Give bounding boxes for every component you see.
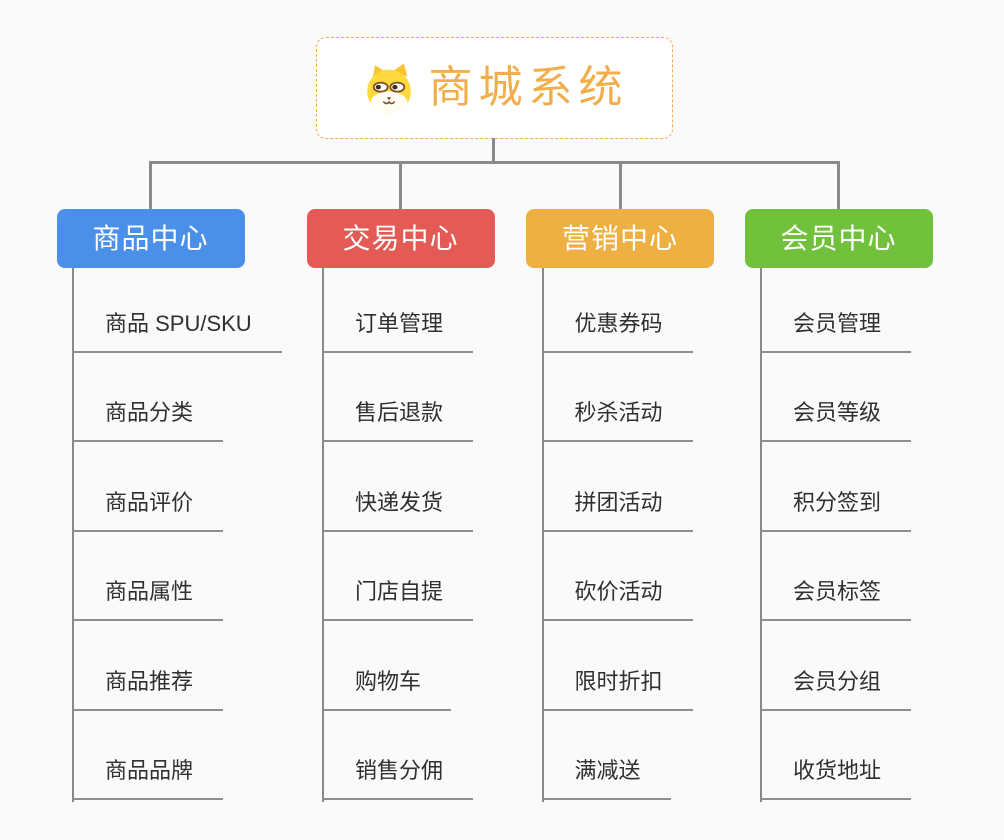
connector-drop-1: [149, 161, 152, 209]
branch-label: 营销中心: [561, 222, 678, 254]
connector-drop-3: [618, 161, 622, 209]
branch-node-2[interactable]: 交易中心: [306, 209, 495, 268]
child-node[interactable]: 订单管理: [322, 309, 474, 353]
child-node[interactable]: 销售分佣: [322, 756, 474, 800]
child-node[interactable]: 砍价活动: [541, 577, 693, 622]
child-node[interactable]: 会员管理: [760, 309, 912, 353]
branch-label: 交易中心: [342, 222, 459, 254]
child-node[interactable]: 购物车: [322, 667, 452, 711]
child-node[interactable]: 售后退款: [322, 398, 474, 443]
child-node[interactable]: 会员标签: [760, 577, 912, 622]
child-node[interactable]: 秒杀活动: [541, 398, 693, 443]
child-node[interactable]: 快递发货: [322, 488, 474, 532]
child-node[interactable]: 限时折扣: [541, 667, 693, 711]
connector-horizontal: [149, 161, 840, 164]
child-node[interactable]: 收货地址: [760, 756, 912, 800]
connector-spine: [322, 268, 324, 802]
child-node[interactable]: 会员等级: [760, 398, 912, 443]
connector-spine: [541, 268, 544, 802]
branch-label: 商品中心: [92, 222, 209, 254]
child-node[interactable]: 商品属性: [72, 577, 224, 622]
connector-root-stem: [492, 138, 495, 162]
child-node[interactable]: 商品 SPU/SKU: [72, 309, 282, 353]
branch-column-3: 优惠券码秒杀活动拼团活动砍价活动限时折扣满减送: [541, 268, 782, 804]
child-node[interactable]: 商品评价: [72, 488, 224, 532]
branch-label: 会员中心: [780, 222, 897, 254]
connector-spine: [72, 268, 74, 802]
dog-mascot-icon: [361, 60, 417, 116]
branch-column-1: 商品 SPU/SKU 商品分类商品评价商品属性商品推荐商品品牌: [72, 268, 312, 804]
child-node[interactable]: 满减送: [541, 756, 671, 800]
connector-drop-4: [837, 161, 840, 209]
branch-node-1[interactable]: 商品中心: [56, 209, 245, 268]
root-label: 商城系统: [428, 63, 629, 112]
root-node[interactable]: 商城系统: [316, 37, 673, 139]
branch-column-2: 订单管理售后退款快递发货门店自提购物车销售分佣: [322, 268, 562, 804]
child-node[interactable]: 优惠券码: [541, 309, 693, 353]
child-node[interactable]: 拼团活动: [541, 488, 693, 532]
connector-spine: [760, 268, 762, 802]
child-node[interactable]: 门店自提: [322, 577, 474, 622]
child-node[interactable]: 积分签到: [760, 488, 912, 532]
child-node[interactable]: 商品推荐: [72, 667, 224, 711]
branch-node-4[interactable]: 会员中心: [744, 209, 933, 268]
child-node[interactable]: 会员分组: [760, 667, 912, 711]
child-node[interactable]: 商品品牌: [72, 756, 224, 800]
child-node[interactable]: 商品分类: [72, 398, 224, 443]
branch-column-4: 会员管理会员等级积分签到会员标签会员分组收货地址: [760, 268, 1000, 804]
branch-node-3[interactable]: 营销中心: [526, 209, 714, 268]
connector-drop-2: [399, 161, 402, 209]
